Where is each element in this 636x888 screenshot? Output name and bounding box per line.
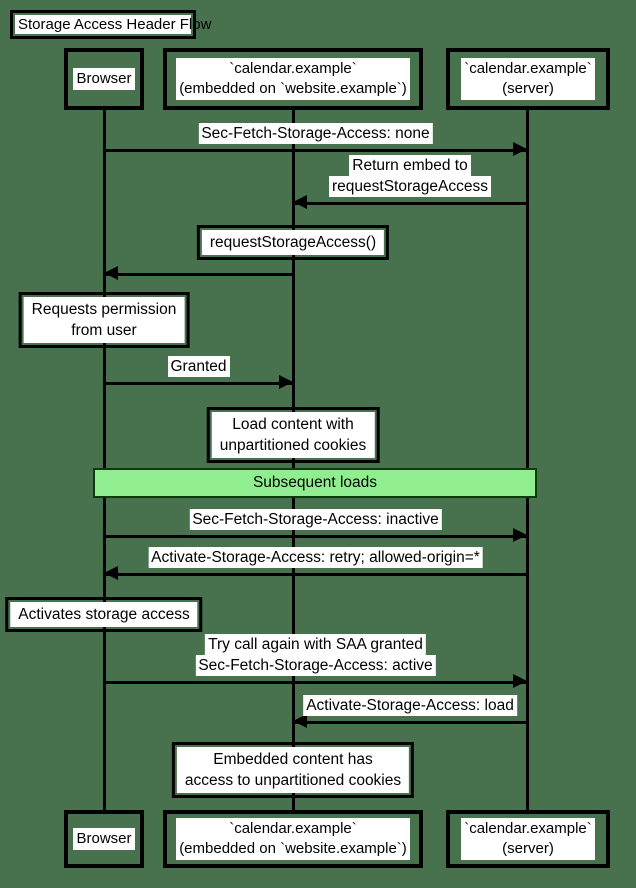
message-arrowhead-4	[513, 528, 527, 542]
message-arrowhead-2	[104, 266, 118, 280]
diagram-title-box: Storage Access Header Flow	[10, 10, 211, 39]
actor-box-browser-bottom: Browser	[64, 810, 144, 868]
note-box-0: requestStorageAccess()	[196, 225, 390, 260]
actor-label-server: `calendar.example`(server)	[461, 818, 595, 860]
message-label-line: Return embed to	[349, 155, 471, 176]
message-label-line: Try call again with SAA granted	[205, 634, 426, 655]
message-label-line: Granted	[167, 356, 230, 377]
message-arrowhead-6	[513, 674, 527, 688]
message-line-3	[104, 381, 293, 385]
band-subsequent-loads: Subsequent loads	[93, 468, 537, 498]
actor-box-embed-top: `calendar.example`(embedded on `website.…	[163, 48, 423, 110]
note-text: requestStorageAccess()	[201, 230, 385, 255]
actor-label-embed: `calendar.example`(embedded on `website.…	[176, 818, 410, 860]
message-arrowhead-5	[104, 566, 118, 580]
band-label: Subsequent loads	[252, 474, 378, 491]
actor-label-server: `calendar.example`(server)	[461, 58, 595, 100]
message-label-line: Sec-Fetch-Storage-Access: none	[198, 123, 433, 144]
message-label-4: Sec-Fetch-Storage-Access: inactive	[189, 509, 442, 530]
message-line-5	[104, 572, 527, 576]
message-arrowhead-1	[293, 195, 307, 209]
actor-box-server-bottom: `calendar.example`(server)	[446, 810, 610, 868]
actor-label-embed: `calendar.example`(embedded on `website.…	[176, 58, 410, 100]
message-label-line: Activate-Storage-Access: retry; allowed-…	[148, 547, 483, 568]
message-line-0	[104, 148, 527, 152]
message-arrowhead-7	[293, 714, 307, 728]
message-label-line: Sec-Fetch-Storage-Access: inactive	[189, 509, 442, 530]
message-line-6	[104, 680, 527, 684]
message-line-4	[104, 534, 527, 538]
actor-box-browser-top: Browser	[64, 48, 144, 110]
message-line-2	[104, 272, 293, 276]
message-label-line: requestStorageAccess	[329, 176, 491, 197]
actor-label-browser: Browser	[73, 68, 135, 90]
note-box-3: Activates storage access	[5, 597, 203, 632]
message-label-5: Activate-Storage-Access: retry; allowed-…	[148, 547, 483, 568]
lifeline-server	[525, 110, 529, 810]
message-label-line: Sec-Fetch-Storage-Access: active	[195, 655, 436, 676]
message-arrowhead-0	[513, 142, 527, 156]
message-label-3: Granted	[167, 356, 230, 377]
lifeline-browser	[102, 110, 106, 810]
actor-box-embed-bottom: `calendar.example`(embedded on `website.…	[163, 810, 423, 868]
diagram-title: Storage Access Header Flow	[15, 15, 211, 34]
actor-label-browser: Browser	[73, 828, 135, 850]
message-label-0: Sec-Fetch-Storage-Access: none	[198, 123, 433, 144]
message-line-1	[293, 201, 527, 205]
actor-box-server-top: `calendar.example`(server)	[446, 48, 610, 110]
message-line-7	[293, 720, 527, 724]
message-arrowhead-3	[279, 375, 293, 389]
message-label-line: Activate-Storage-Access: load	[303, 695, 517, 716]
message-label-7: Activate-Storage-Access: load	[303, 695, 517, 716]
note-text: Activates storage access	[10, 602, 198, 627]
